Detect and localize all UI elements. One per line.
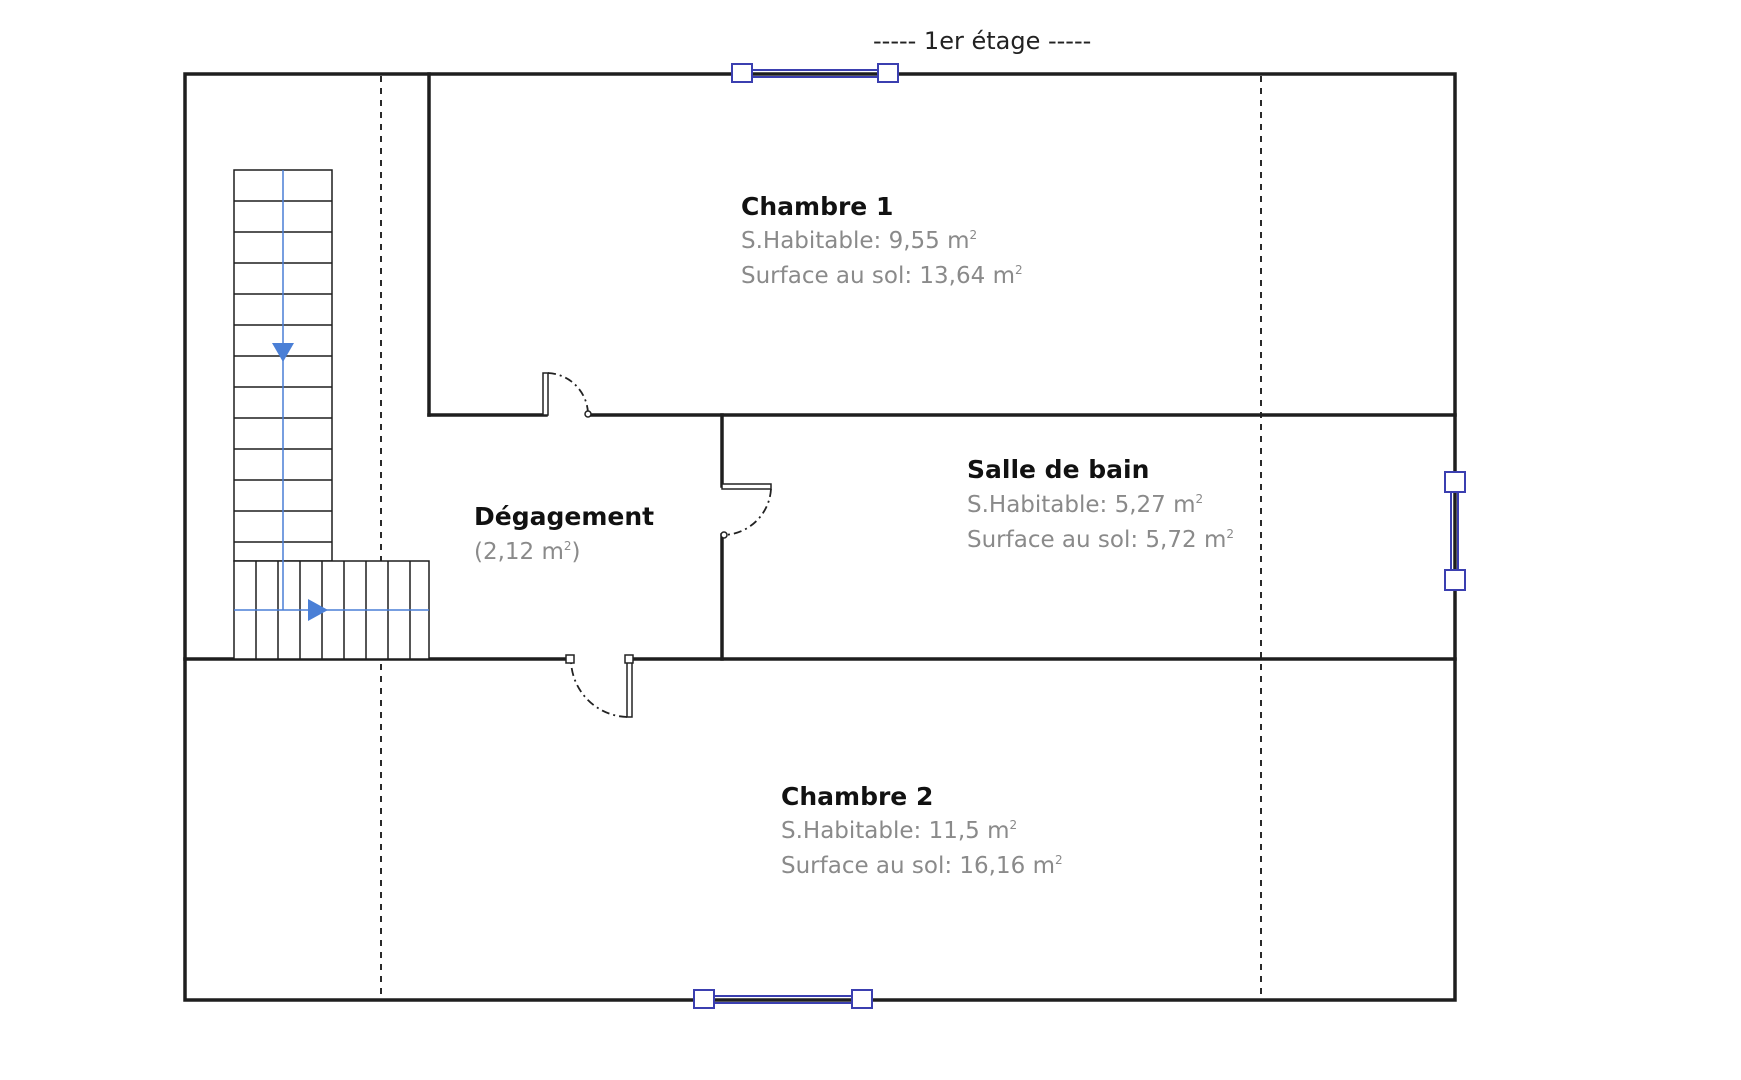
door-swing-icon [570,660,628,718]
room-sol-chambre1: Surface au sol: 13,64 m2 [741,263,1023,289]
window-icon [731,63,753,83]
stair-arrow-right-icon [308,599,328,621]
window-top[interactable] [731,63,899,83]
door-leaf [542,372,549,416]
door-hinge [720,531,728,539]
room-area-degagement: (2,12 m2) [474,539,581,565]
room-name-degagement: Dégagement [474,502,655,531]
room-sol-chambre2: Surface au sol: 16,16 m2 [781,853,1063,879]
room-name-chambre1: Chambre 1 [741,192,894,221]
room-sol-salle-de-bain: Surface au sol: 5,72 m2 [967,527,1234,553]
room-habitable-chambre2: S.Habitable: 11,5 m2 [781,818,1018,844]
outer-wall [183,72,1457,1002]
window-icon [877,63,899,83]
floor-title: ----- 1er étage ----- [873,27,1092,55]
door-swing-icon [723,488,772,536]
door-hinge [584,410,592,418]
window-icon [851,989,873,1009]
door-salle-de-bain[interactable] [720,483,772,539]
room-habitable-salle-de-bain: S.Habitable: 5,27 m2 [967,492,1204,518]
window-icon [1444,569,1466,591]
room-name-chambre2: Chambre 2 [781,782,934,811]
door-hinge [624,654,634,664]
door-swing-icon [547,372,589,414]
window-icon [1444,471,1466,493]
window-icon [693,989,715,1009]
door-chambre1[interactable] [542,372,592,418]
door-leaf [721,483,772,490]
room-habitable-chambre1: S.Habitable: 9,55 m2 [741,228,978,254]
door-leaf [626,658,633,718]
window-right[interactable] [1444,471,1466,591]
door-chambre2[interactable] [565,654,634,718]
door-hinge [565,654,575,664]
stair-arrow-down-icon [272,343,294,362]
window-bottom[interactable] [693,989,873,1009]
room-name-salle-de-bain: Salle de bain [967,455,1150,484]
staircase [233,169,430,660]
